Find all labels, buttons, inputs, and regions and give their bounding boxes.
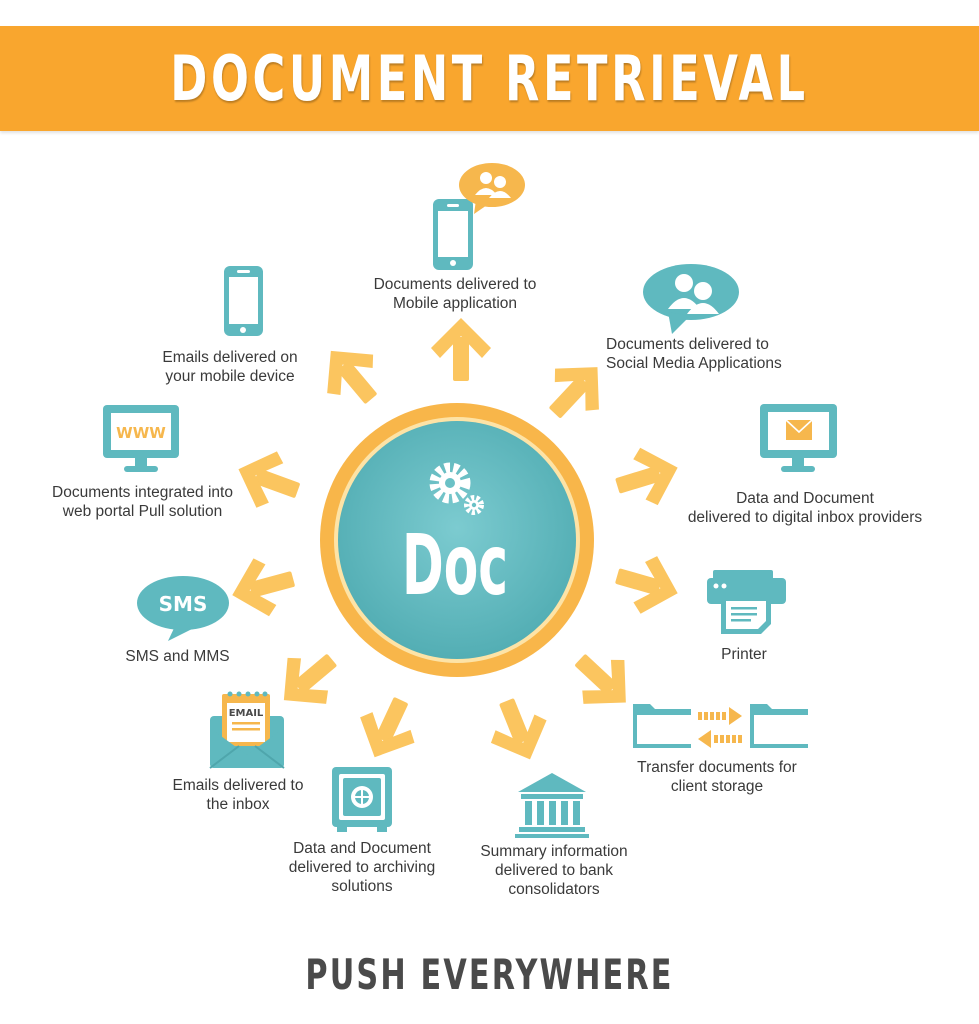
- email-inbox-icon: EMAIL: [209, 691, 285, 769]
- www-text: WWW: [116, 424, 166, 442]
- label-line: solutions: [331, 878, 393, 895]
- label-bank: Summary information delivered to bank co…: [454, 842, 654, 899]
- label-line: your mobile device: [165, 368, 295, 385]
- doc-center-label: Doc: [402, 516, 508, 614]
- gears-icon: [429, 462, 484, 515]
- email-text: EMAIL: [229, 708, 264, 719]
- label-line: Printer: [721, 646, 767, 663]
- mobile-device-icon: [224, 266, 263, 336]
- sms-icon: SMS: [137, 576, 229, 641]
- label-line: Social Media Applications: [606, 355, 782, 372]
- folder-transfer-icon: [633, 704, 808, 748]
- label-client-storage: Transfer documents for client storage: [612, 758, 822, 796]
- label-line: client storage: [670, 778, 764, 795]
- label-line: Emails delivered on: [162, 349, 298, 366]
- label-line: web portal Pull solution: [62, 503, 223, 520]
- label-sms: SMS and MMS: [100, 647, 255, 666]
- label-web-portal: Documents integrated into web portal Pul…: [20, 483, 265, 521]
- page-title: DOCUMENT RETRIEVAL: [170, 42, 809, 115]
- label-line: consolidators: [508, 881, 600, 898]
- label-line: delivered to archiving: [288, 859, 436, 876]
- label-archiving: Data and Document delivered to archiving…: [262, 839, 462, 896]
- label-printer: Printer: [694, 645, 794, 664]
- web-portal-icon: WWW: [103, 405, 179, 472]
- arrow-printer: [608, 547, 686, 623]
- label-line: Data and Document: [293, 840, 431, 857]
- title-banner: DOCUMENT RETRIEVAL: [0, 26, 979, 131]
- label-line: the inbox: [206, 796, 270, 813]
- label-mobile-app: Documents delivered to Mobile applicatio…: [340, 275, 570, 313]
- doc-hub: Doc: [320, 403, 594, 677]
- arrow-sms: [224, 549, 301, 625]
- bank-icon: [515, 773, 589, 838]
- label-social-media: Documents delivered to Social Media Appl…: [606, 335, 782, 373]
- label-line: Mobile application: [392, 295, 518, 312]
- arrow-mobile-app: [431, 318, 491, 381]
- label-line: SMS and MMS: [125, 648, 230, 665]
- printer-icon: [707, 570, 786, 634]
- arrow-email-inbox: [264, 636, 352, 724]
- safe-icon: [332, 767, 392, 832]
- social-media-icon: [643, 264, 739, 334]
- label-line: Emails delivered to: [172, 777, 304, 794]
- label-line: Documents delivered to: [373, 276, 537, 293]
- digital-inbox-icon: [760, 404, 837, 472]
- label-line: Documents delivered to: [606, 336, 769, 353]
- arrow-archiving: [347, 687, 429, 770]
- footer-tagline: PUSH EVERYWHERE: [305, 950, 674, 999]
- mobile-app-icon: [433, 163, 525, 270]
- sms-text: SMS: [159, 592, 208, 616]
- label-digital-inbox: Data and Document delivered to digital i…: [660, 489, 950, 527]
- label-line: Documents integrated into: [52, 484, 233, 501]
- label-line: delivered to digital inbox providers: [687, 509, 923, 526]
- label-line: Data and Document: [736, 490, 874, 507]
- label-email-inbox: Emails delivered to the inbox: [148, 776, 328, 814]
- label-line: Transfer documents for: [637, 759, 797, 776]
- arrow-bank: [478, 689, 558, 771]
- label-mobile-email: Emails delivered on your mobile device: [130, 348, 330, 386]
- label-line: delivered to bank: [494, 862, 614, 879]
- label-line: Summary information: [480, 843, 628, 860]
